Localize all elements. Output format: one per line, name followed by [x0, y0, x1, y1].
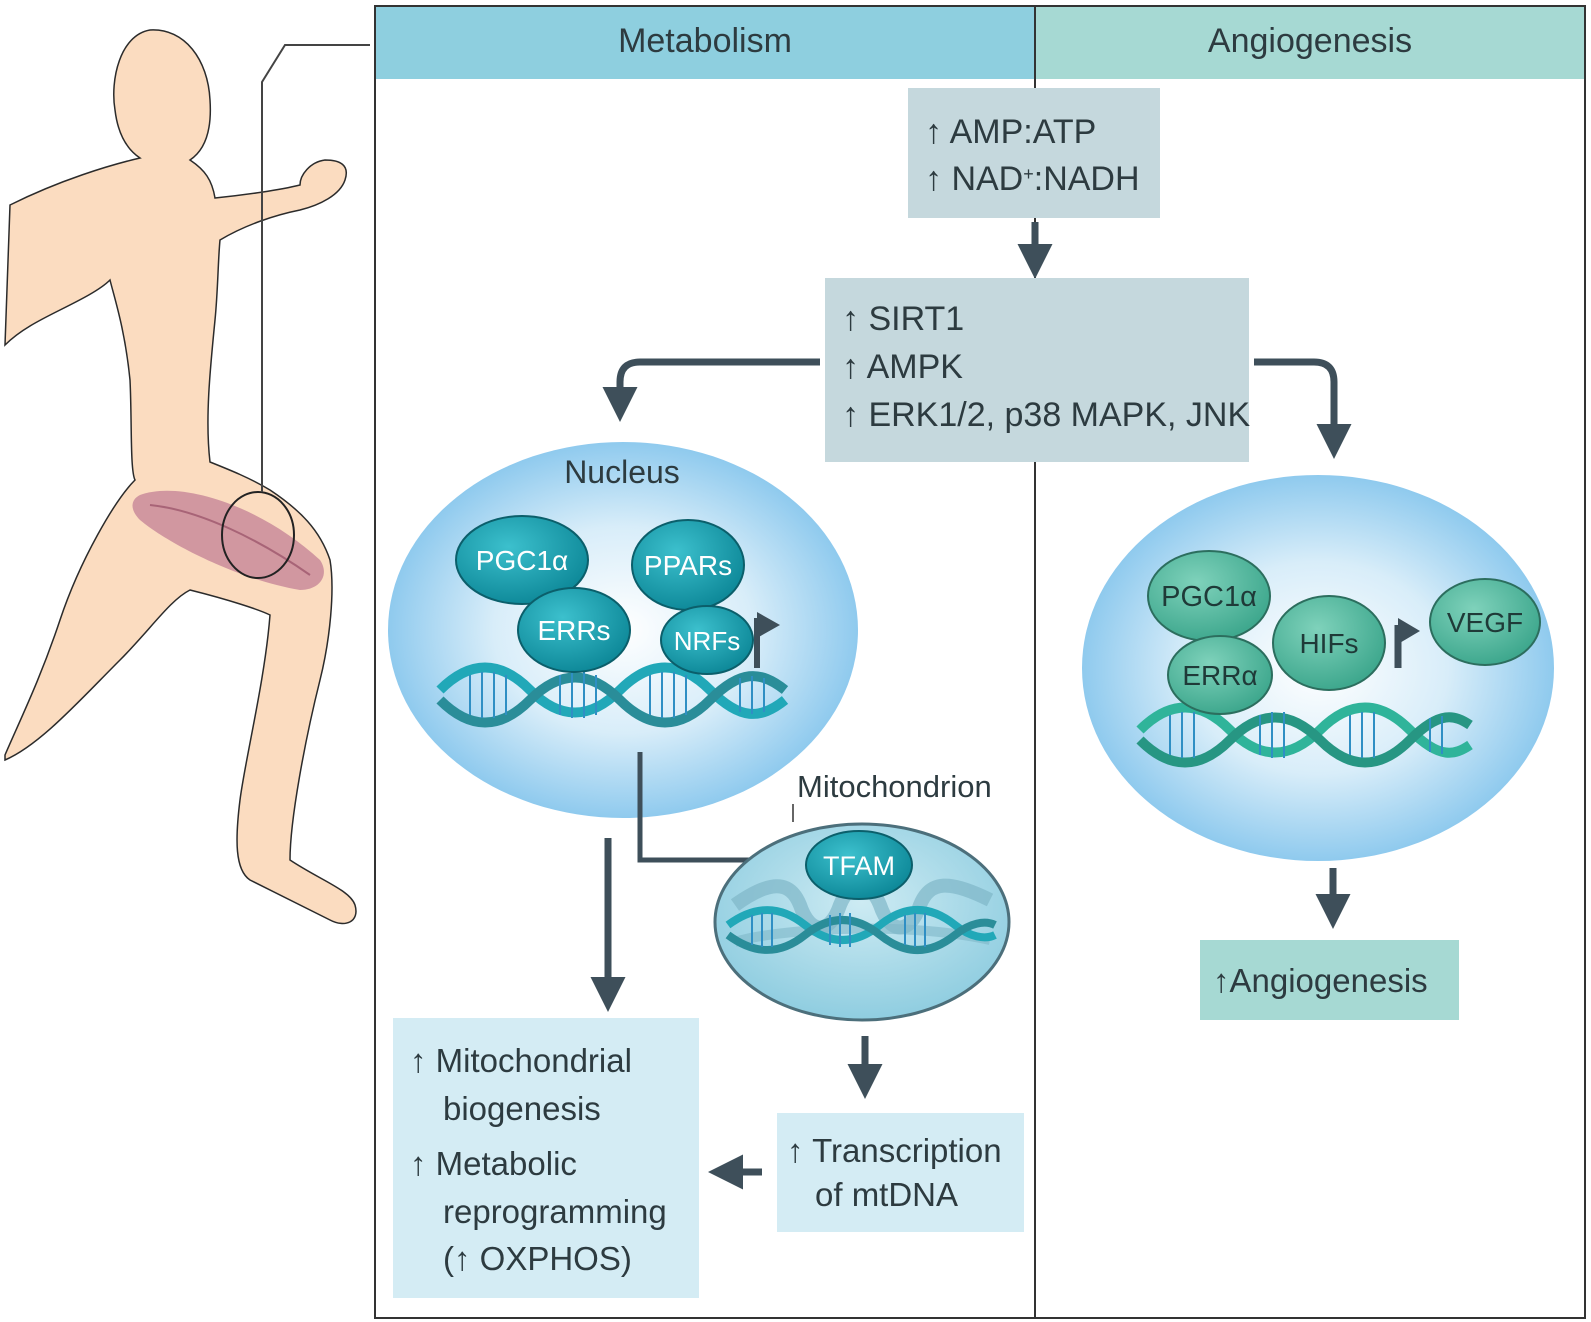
svg-text:↑ Transcription: ↑ Transcription — [787, 1132, 1002, 1169]
runner-body — [4, 29, 357, 925]
svg-text:PGC1α: PGC1α — [1161, 581, 1257, 613]
arrow-nucleus-to-tfam — [637, 752, 803, 873]
svg-text:TFAM: TFAM — [823, 851, 895, 881]
mitochondrion-label: Mitochondrion — [797, 769, 992, 804]
svg-text:ERRα: ERRα — [1182, 660, 1257, 691]
nucleus-dna — [436, 662, 789, 728]
ampk-label: ↑ AMPK — [842, 348, 963, 386]
angio-transcription-start-flag — [1394, 618, 1420, 668]
arrow-kinase-to-nucleus — [602, 358, 820, 422]
svg-text:reprogramming: reprogramming — [443, 1193, 667, 1230]
mtdna-transcription-box: ↑ Transcription of mtDNA — [777, 1113, 1024, 1232]
zoom-connector-line — [261, 44, 370, 492]
runner-figure — [4, 29, 370, 925]
angio-nucleus: PGC1α ERRα HIFs VEGF — [1082, 475, 1554, 861]
metabolism-header: Metabolism — [618, 22, 792, 60]
nucleus-label: Nucleus — [564, 454, 680, 490]
angiogenesis-header-bar — [1035, 7, 1584, 79]
svg-text:ERRs: ERRs — [537, 615, 610, 646]
arrow-kinase-to-angio-nucleus — [1254, 358, 1352, 459]
svg-text:PGC1α: PGC1α — [476, 545, 568, 576]
mapk-label: ↑ ERK1/2, p38 MAPK, JNK — [842, 396, 1250, 434]
factor-ppars: PPARs — [631, 519, 745, 611]
angio-factor-erra: ERRα — [1167, 635, 1273, 715]
mito-dna — [725, 906, 997, 954]
nucleus: Nucleus PGC1α PPARs ERRs — [388, 442, 858, 818]
kinase-box: ↑ SIRT1 ↑ AMPK ↑ ERK1/2, p38 MAPK, JNK — [825, 278, 1250, 462]
svg-text:PPARs: PPARs — [644, 550, 732, 581]
nad-nadh-label: ↑ NAD+:NADH — [925, 160, 1140, 198]
svg-text:NRFs: NRFs — [674, 626, 740, 656]
angiogenesis-outcome-box: ↑Angiogenesis — [1200, 940, 1459, 1020]
amp-atp-label: ↑ AMP:ATP — [925, 113, 1096, 151]
svg-text:VEGF: VEGF — [1447, 607, 1523, 638]
svg-text:(↑ OXPHOS): (↑ OXPHOS) — [443, 1240, 632, 1277]
muscle-fibre-line — [149, 504, 311, 576]
svg-text:↑ Metabolic: ↑ Metabolic — [410, 1145, 577, 1182]
transcription-start-flag — [754, 612, 780, 668]
svg-text:↑Angiogenesis: ↑Angiogenesis — [1213, 962, 1428, 999]
svg-text:HIFs: HIFs — [1299, 628, 1358, 659]
mitochondrion: Mitochondrion TFAM — [713, 769, 1011, 1022]
sirt1-label: ↑ SIRT1 — [842, 300, 964, 338]
angio-factor-vegf: VEGF — [1429, 578, 1541, 666]
angiogenesis-header: Angiogenesis — [1208, 22, 1412, 60]
svg-text:biogenesis: biogenesis — [443, 1090, 601, 1127]
factor-nrfs: NRFs — [660, 605, 754, 675]
factor-errs: ERRs — [517, 587, 631, 673]
metabolism-header-bar — [376, 7, 1035, 79]
angio-factor-pgc1a: PGC1α — [1147, 550, 1271, 642]
energy-ratio-box: ↑ AMP:ATP ↑ NAD+:NADH — [908, 88, 1160, 218]
svg-text:↑ Mitochondrial: ↑ Mitochondrial — [410, 1042, 632, 1079]
svg-text:of mtDNA: of mtDNA — [815, 1176, 958, 1213]
angio-factor-hifs: HIFs — [1272, 595, 1386, 691]
thigh-muscle — [132, 490, 324, 590]
factor-tfam: TFAM — [805, 830, 913, 900]
zoom-circle — [221, 491, 295, 579]
factor-pgc1a: PGC1α — [455, 515, 589, 605]
mito-biogenesis-box: ↑ Mitochondrial biogenesis ↑ Metabolic r… — [393, 1018, 699, 1298]
